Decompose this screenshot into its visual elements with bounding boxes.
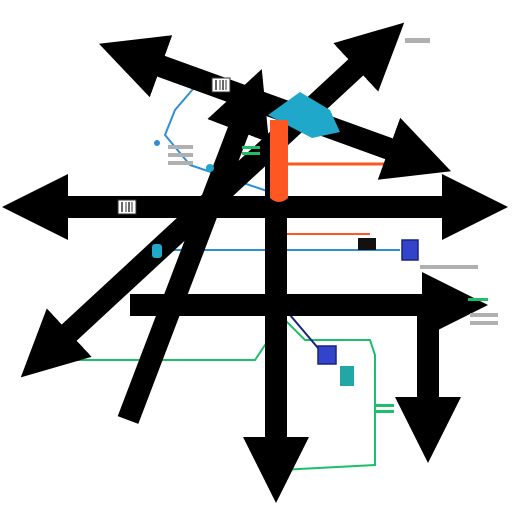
teal-node-icon bbox=[152, 244, 162, 258]
database-icon bbox=[340, 366, 354, 386]
node-dot-icon bbox=[206, 164, 214, 172]
green-connector-line-2 bbox=[279, 314, 376, 471]
server-box-icon bbox=[401, 239, 419, 261]
chip-icon bbox=[358, 238, 376, 250]
orange-pillar bbox=[270, 120, 288, 202]
node-dot-icon bbox=[154, 140, 160, 146]
teal-accent-shape bbox=[268, 92, 340, 138]
annotation-blocks bbox=[168, 38, 498, 325]
barcode-icon bbox=[211, 77, 231, 93]
green-annotation-blocks bbox=[242, 146, 488, 413]
navy-connector-line bbox=[289, 314, 319, 349]
barcode-icon bbox=[117, 199, 137, 215]
server-box-icon bbox=[317, 345, 337, 365]
arrow-group bbox=[2, 22, 508, 503]
steep-diagonal-arrow bbox=[117, 69, 270, 424]
